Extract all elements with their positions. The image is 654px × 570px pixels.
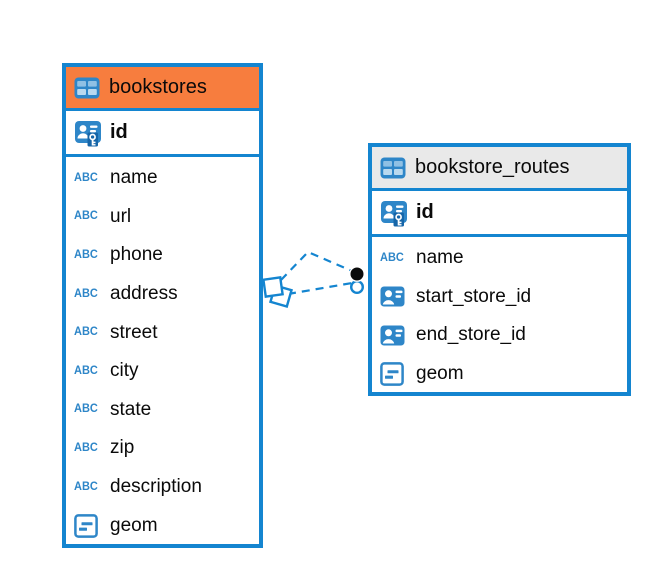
entity-bookstores-header[interactable]: bookstores [66,67,259,111]
column-name: name [416,247,464,269]
column-row-id[interactable]: id [372,191,627,237]
column-name: id [416,201,434,223]
text-type-icon: ABC [74,364,98,378]
geometry-type-icon [380,362,408,386]
column-row-name[interactable]: ABC name [372,239,627,278]
entity-bookstores[interactable]: bookstores id A [62,63,263,548]
entity-title: bookstore_routes [415,156,570,178]
column-name: geom [416,363,464,385]
column-row-geom[interactable]: geom [372,355,627,394]
column-name: name [110,167,158,189]
geometry-type-icon [74,513,102,538]
text-type-icon: ABC [74,210,98,223]
column-row-street[interactable]: ABC street [66,313,259,352]
column-row-id[interactable]: id [66,111,259,157]
text-type-icon: ABC [74,171,98,185]
relationship-target-dot-marker[interactable] [349,266,365,295]
column-name: description [110,476,202,498]
relationship-line-upper[interactable] [280,250,353,281]
column-row-geom[interactable]: geom [66,506,259,545]
column-name: start_store_id [416,285,532,307]
entity-title: bookstores [109,76,207,98]
reference-id-icon [380,286,408,307]
table-icon [74,77,100,99]
relationship-line-lower[interactable] [287,281,353,296]
column-name: id [110,121,128,143]
column-name: geom [110,514,158,536]
text-type-icon: ABC [380,251,404,265]
table-icon [380,157,406,179]
column-row-name[interactable]: ABC name [66,159,259,198]
reference-id-icon [380,325,408,346]
entity-bookstore-routes-header[interactable]: bookstore_routes [372,147,627,191]
text-type-icon: ABC [74,325,98,339]
column-name: url [110,205,132,227]
column-row-state[interactable]: ABC state [66,391,259,430]
column-name: street [110,321,158,343]
column-name: address [110,283,178,305]
text-type-icon: ABC [74,441,98,455]
text-type-icon: ABC [74,248,98,262]
text-type-icon: ABC [74,403,98,416]
column-name: zip [110,437,135,459]
column-name: phone [110,244,163,266]
column-list: ABC name start_store_id [372,237,627,393]
column-row-description[interactable]: ABC description [66,468,259,507]
relationship-source-diamond-marker[interactable] [262,276,293,308]
column-name: state [110,398,152,420]
column-row-city[interactable]: ABC city [66,352,259,391]
column-row-start-store-id[interactable]: start_store_id [372,278,627,317]
column-row-zip[interactable]: ABC zip [66,429,259,468]
entity-bookstore-routes[interactable]: bookstore_routes id [368,143,631,396]
column-row-end-store-id[interactable]: end_store_id [372,316,627,355]
column-name: end_store_id [416,324,526,346]
column-name: city [110,360,139,382]
primary-key-icon [380,199,408,227]
column-list: ABC name ABC url ABC phone ABC address A… [66,157,259,545]
column-row-address[interactable]: ABC address [66,275,259,314]
column-row-url[interactable]: ABC url [66,198,259,237]
text-type-icon: ABC [74,287,98,300]
column-row-phone[interactable]: ABC phone [66,236,259,275]
primary-key-icon [74,119,102,147]
text-type-icon: ABC [74,480,98,493]
